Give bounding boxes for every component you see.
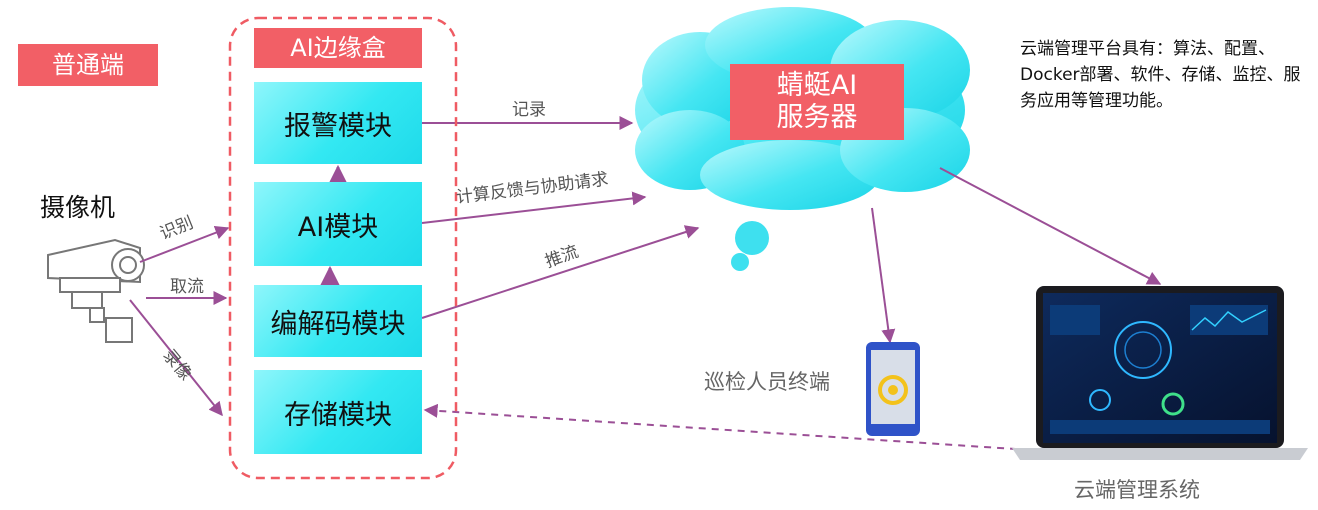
arrow-storage-return — [423, 403, 1031, 451]
cloud-system-label: 云端管理系统 — [1074, 478, 1200, 502]
arrow-video — [129, 299, 223, 417]
edge-box-title: AI边缘盒 — [254, 28, 422, 68]
ai-module: AI模块 — [254, 182, 422, 266]
alarm-module: 报警模块 — [254, 82, 422, 164]
server-label: 蜻蜓AI 服务器 — [730, 64, 904, 140]
camera-title: 摄像机 — [40, 193, 116, 222]
label-record: 记录 — [512, 100, 546, 120]
arrow-to-laptop — [939, 167, 1162, 285]
camera-icon — [47, 238, 145, 343]
normal-end-tag: 普通端 — [18, 44, 158, 86]
arrow-recognize — [139, 226, 230, 263]
phone-icon — [866, 342, 920, 436]
storage-module: 存储模块 — [254, 370, 422, 454]
label-fetch: 取流 — [170, 277, 204, 297]
arrow-feedback — [421, 191, 647, 224]
arrow-push — [421, 225, 700, 319]
platform-description: 云端管理平台具有：算法、配置、Docker部署、软件、存储、监控、服务应用等管理… — [1020, 39, 1301, 111]
patrol-terminal-label: 巡检人员终端 — [704, 370, 830, 394]
arrow-to-phone — [871, 207, 896, 344]
codec-module: 编解码模块 — [254, 285, 422, 357]
laptop-icon — [1012, 286, 1308, 460]
